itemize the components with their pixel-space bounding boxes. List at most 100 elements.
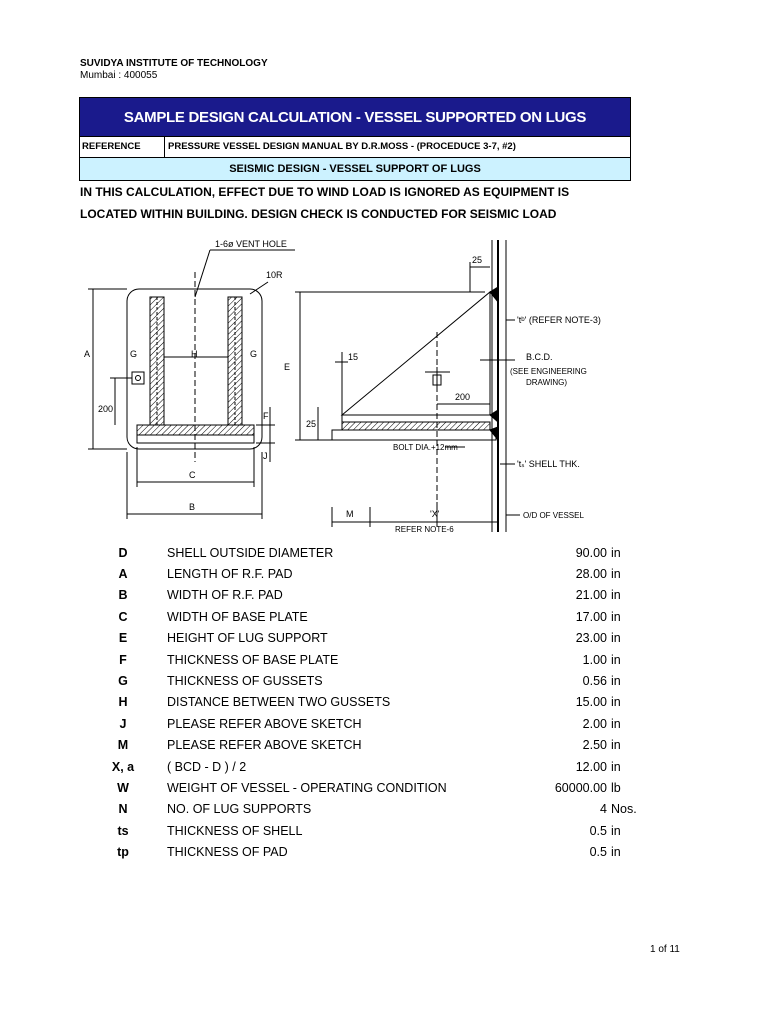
section-title: SEISMIC DESIGN - VESSEL SUPPORT OF LUGS [79, 158, 631, 181]
parameter-value: 17.00 [575, 609, 607, 624]
dim-15-label: 15 [348, 352, 358, 362]
parameter-description: WEIGHT OF VESSEL - OPERATING CONDITION [167, 780, 447, 795]
dim-x-label: 'X' [430, 509, 440, 519]
parameter-unit: Nos. [611, 802, 637, 817]
reference-label: REFERENCE [80, 137, 165, 157]
dim-e-label: E [284, 362, 290, 372]
parameter-unit: in [611, 674, 621, 689]
parameter-description: LENGTH OF R.F. PAD [167, 567, 293, 582]
radius-label: 10R [266, 270, 283, 280]
parameter-value: 4 [600, 802, 607, 817]
parameter-value: 15.00 [575, 695, 607, 710]
parameter-row: J PLEASE REFER ABOVE SKETCH 2.00 in [80, 713, 645, 734]
dim-m-label: M [346, 509, 354, 519]
parameter-symbol: A [118, 567, 128, 582]
dim-b-label: B [189, 502, 195, 512]
intro-line-1: IN THIS CALCULATION, EFFECT DUE TO WIND … [80, 185, 570, 199]
dim-a-label: A [84, 349, 90, 359]
intro-paragraph: IN THIS CALCULATION, EFFECT DUE TO WIND … [80, 182, 640, 225]
parameter-description: THICKNESS OF PAD [167, 845, 288, 860]
parameter-unit: in [611, 588, 621, 603]
parameter-unit: in [611, 738, 621, 753]
parameter-row: W WEIGHT OF VESSEL - OPERATING CONDITION 6… [80, 777, 645, 798]
parameter-row: M PLEASE REFER ABOVE SKETCH 2.50 in [80, 735, 645, 756]
parameter-description: THICKNESS OF BASE PLATE [167, 652, 339, 667]
parameter-description: PLEASE REFER ABOVE SKETCH [167, 738, 362, 753]
dim-h-label: H [191, 349, 198, 359]
parameter-value: 60000.00 [554, 780, 607, 795]
tb-refer-note-label: 'tᵇ' (REFER NOTE-3) [517, 315, 601, 325]
parameter-row: A LENGTH OF R.F. PAD 28.00 in [80, 563, 645, 584]
dim-200-side-label: 200 [455, 392, 470, 402]
dim-g-left-label: G [130, 349, 137, 359]
bcd-note-line-1: (SEE ENGINEERING [510, 367, 587, 376]
intro-line-2: LOCATED WITHIN BUILDING. DESIGN CHECK IS… [80, 206, 557, 221]
parameter-value: 90.00 [575, 545, 607, 560]
calculation-title-banner: SAMPLE DESIGN CALCULATION - VESSEL SUPPO… [79, 97, 631, 137]
parameter-symbol: G [118, 674, 128, 689]
vent-hole-label: 1-6ø VENT HOLE [215, 239, 287, 249]
dim-g-right-label: G [250, 349, 257, 359]
parameter-value: 12.00 [575, 759, 607, 774]
dim-200-label: 200 [98, 404, 113, 414]
parameter-description: SHELL OUTSIDE DIAMETER [167, 545, 334, 560]
parameter-symbol: W [117, 780, 129, 795]
parameter-value: 0.5 [589, 823, 607, 838]
side-gusset [340, 290, 491, 416]
bcd-note-line-2: DRAWING) [526, 378, 567, 387]
dim-f-label: F [263, 411, 269, 421]
parameter-unit: in [611, 652, 621, 667]
reference-row: REFERENCE PRESSURE VESSEL DESIGN MANUAL … [79, 137, 631, 158]
parameter-value: 21.00 [575, 588, 607, 603]
lug-support-sketch: 1-6ø VENT HOLE 10R A G H G 200 F J C B E… [84, 239, 601, 534]
dim-c-label: C [189, 470, 196, 480]
parameter-symbol: J [119, 716, 127, 731]
parameter-value: 0.56 [582, 674, 607, 689]
institute-header: SUVIDYA INSTITUTE OF TECHNOLOGY Mumbai :… [80, 58, 268, 82]
design-parameters-table: D SHELL OUTSIDE DIAMETER 90.00 in A LENGTH OF… [80, 542, 645, 863]
parameter-symbol: ts [117, 823, 129, 838]
parameter-description: ( BCD - D ) / 2 [167, 759, 247, 774]
parameter-unit: in [611, 759, 621, 774]
dim-j-label: J [263, 451, 268, 461]
parameter-description: PLEASE REFER ABOVE SKETCH [167, 716, 362, 731]
parameter-description: NO. OF LUG SUPPORTS [167, 802, 312, 817]
parameter-unit: in [611, 823, 621, 838]
parameter-value: 0.5 [589, 845, 607, 860]
reference-value: PRESSURE VESSEL DESIGN MANUAL BY D.R.MOS… [168, 141, 516, 152]
parameter-symbol: M [117, 738, 129, 753]
right-gusset [227, 296, 243, 426]
parameter-unit: in [611, 609, 621, 624]
parameter-value: 1.00 [582, 652, 607, 667]
dim-25-side-label: 25 [306, 419, 316, 429]
parameter-description: THICKNESS OF SHELL [167, 823, 303, 838]
parameter-symbol: X, a [111, 759, 135, 774]
parameter-unit: in [611, 716, 621, 731]
parameter-value: 23.00 [575, 631, 607, 646]
parameter-value: 2.00 [582, 716, 607, 731]
bolt-dia-label: BOLT DIA.+12mm [393, 443, 458, 452]
parameter-symbol: E [118, 631, 128, 646]
parameter-unit: in [611, 845, 621, 860]
parameter-unit: in [611, 631, 621, 646]
parameter-symbol: D [118, 545, 128, 560]
institute-name: SUVIDYA INSTITUTE OF TECHNOLOGY [80, 58, 268, 69]
parameter-description: HEIGHT OF LUG SUPPORT [167, 631, 328, 646]
parameter-symbol: C [118, 609, 128, 624]
parameter-row: ts THICKNESS OF SHELL 0.5 in [80, 820, 645, 841]
parameter-value: 2.50 [582, 738, 607, 753]
parameter-unit: in [611, 567, 621, 582]
parameter-unit: lb [611, 780, 621, 795]
parameter-unit: in [611, 695, 621, 710]
parameter-value: 28.00 [575, 567, 607, 582]
parameter-row: X, a ( BCD - D ) / 2 12.00 in [80, 756, 645, 777]
left-gusset [149, 296, 165, 426]
